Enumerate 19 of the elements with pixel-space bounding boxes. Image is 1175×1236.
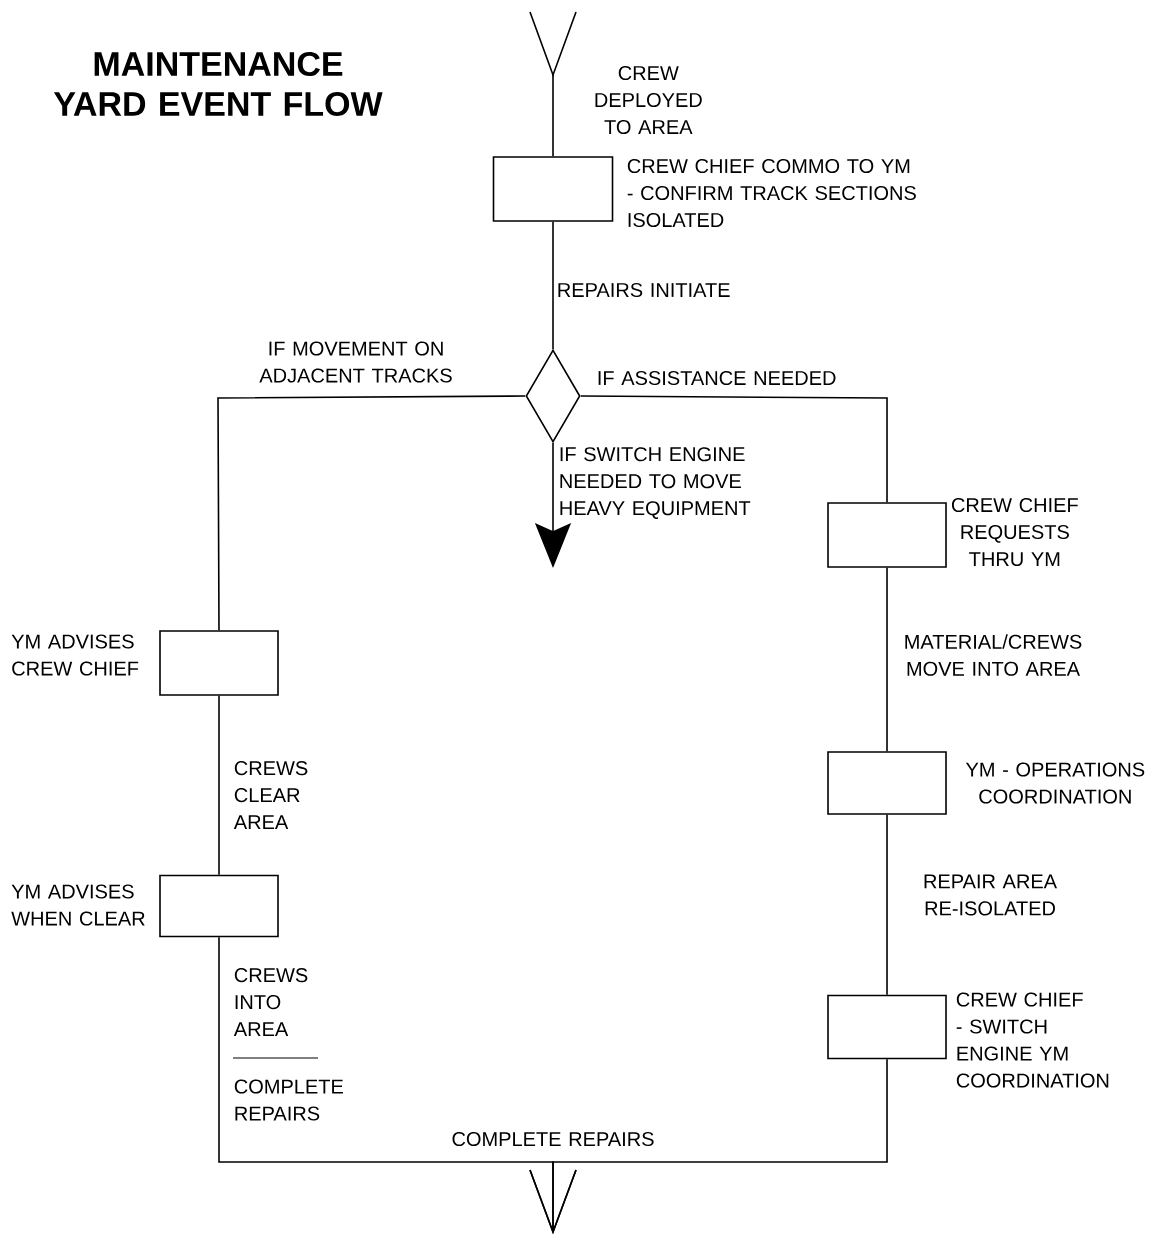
box-label: YM - OPERATIONS COORDINATION [965, 762, 1145, 804]
edge-label: REPAIRS INITIATE [558, 282, 730, 298]
box-label: YM ADVISES WHEN CLEAR [11, 884, 145, 926]
edge-label: CREWS CLEAR AREA [233, 761, 308, 829]
arrow [529, 1058, 888, 1235]
box-label: CREW CHIEF COMMO TO YM - CONFIRM TRACK SECTIONS ISOLATED [627, 158, 916, 228]
edge-label: CREW DEPLOYED TO AREA [595, 65, 702, 135]
edge-label: IF SWITCH ENGINE NEEDED TO MOVE HEAVY EQUIPMENT [560, 447, 751, 519]
edge-label: MATERIAL/CREWS MOVE INTO AREA [905, 634, 1082, 676]
edge-label: REPAIR AREA RE-ISOLATED [924, 874, 1057, 916]
edge-label: COMPLETE REPAIRS [452, 1131, 654, 1147]
edge-label: CREWS INTO AREA [233, 968, 308, 1036]
box-label: YM ADVISES CREW CHIEF [11, 634, 139, 676]
edge-label: IF MOVEMENT ON ADJACENT TRACKS [259, 341, 452, 383]
edge-label: IF ASSISTANCE NEEDED [598, 370, 836, 386]
title: MAINTENANCE YARD EVENT FLOW [53, 51, 383, 117]
box-label: CREW CHIEF - SWITCH ENGINE YM COORDINATION [956, 992, 1109, 1088]
note-label: COMPLETE REPAIRS [234, 1079, 343, 1121]
box-label: CREW CHIEF REQUESTS THRU YM [951, 497, 1078, 567]
